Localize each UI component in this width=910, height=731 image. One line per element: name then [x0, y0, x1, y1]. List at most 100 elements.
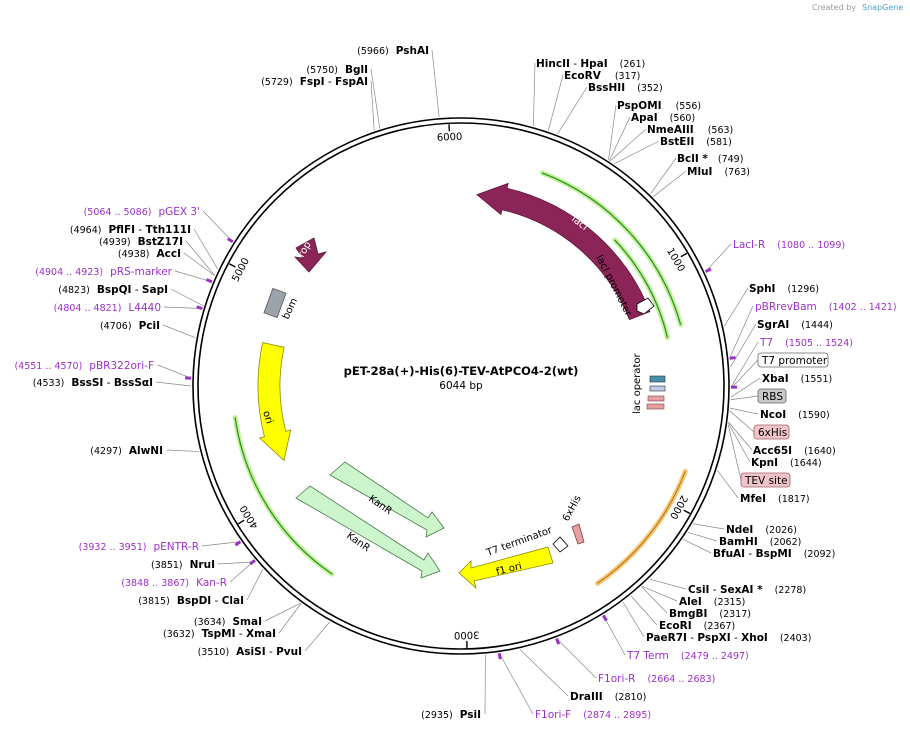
- site-label[interactable]: BclI *(749): [677, 153, 743, 165]
- site-label[interactable]: ApaI(560): [631, 112, 695, 124]
- primer-mark[interactable]: [196, 305, 203, 310]
- primer-label[interactable]: F1ori-F(2874 .. 2895): [535, 709, 651, 721]
- kanR-feature-1[interactable]: [329, 461, 445, 538]
- site-label[interactable]: (4297)AlwNI: [90, 445, 163, 457]
- site-label[interactable]: (3632)TspMI - XmaI: [163, 628, 276, 640]
- t7-terminator-icon: [552, 536, 569, 553]
- lacI-promoter-icon: [636, 297, 655, 315]
- primer-mark[interactable]: [729, 356, 736, 360]
- primer-mark[interactable]: [555, 637, 561, 645]
- bom-feature[interactable]: [263, 287, 287, 319]
- site-label[interactable]: DraIII(2810): [570, 691, 646, 703]
- tick-mark: [237, 519, 245, 525]
- site-label[interactable]: (3815)BspDI - ClaI: [138, 595, 244, 607]
- lacI-feature[interactable]: [476, 182, 651, 321]
- leader-line: [499, 653, 534, 715]
- site-label[interactable]: HincII - HpaI(261): [536, 58, 645, 70]
- site-label[interactable]: PspOMI(556): [617, 100, 701, 112]
- site-label[interactable]: (4533)BssSI - BssSαI: [33, 377, 153, 389]
- leader-line: [649, 578, 687, 590]
- lac-operator-label: lac operator: [632, 353, 643, 414]
- primer-mark[interactable]: [602, 614, 608, 622]
- ori-feature[interactable]: [257, 342, 292, 462]
- site-label[interactable]: (5750)BglI: [306, 64, 368, 76]
- primer-mark[interactable]: [234, 540, 242, 547]
- 6xhis-badge[interactable]: [753, 424, 790, 440]
- site-label[interactable]: (4939)BstZ17I: [99, 236, 183, 248]
- site-label[interactable]: (2935)PsiI: [421, 709, 481, 721]
- site-label[interactable]: (4823)BspQI - SapI: [58, 284, 168, 296]
- 6xhis-label: 6xHis: [758, 427, 787, 439]
- primer-mark[interactable]: [249, 559, 256, 566]
- tev-site-badge[interactable]: [740, 472, 791, 488]
- primer-label[interactable]: pBRrevBam(1402 .. 1421): [755, 301, 897, 313]
- primer-label[interactable]: (3932 .. 3951)pENTR-R: [79, 541, 199, 553]
- t7-promoter-badge[interactable]: [757, 352, 829, 368]
- leader-line: [608, 104, 617, 160]
- kanR-feature-2[interactable]: [295, 485, 441, 579]
- site-label[interactable]: CsiI - SexAI *(2278): [688, 584, 806, 596]
- leader-line: [201, 541, 241, 547]
- leader-line: [217, 561, 257, 565]
- site-label[interactable]: (3851)NruI: [151, 559, 215, 571]
- site-label[interactable]: XbaI(1551): [762, 373, 832, 385]
- rbs-badge[interactable]: [757, 388, 787, 404]
- site-label[interactable]: (5729)FspI - FspAI: [261, 76, 368, 88]
- site-label[interactable]: BfuAI - BspMI(2092): [713, 548, 835, 560]
- site-label[interactable]: SgrAI(1444): [757, 319, 833, 331]
- site-label[interactable]: EcoRI(2367): [659, 620, 735, 632]
- site-label[interactable]: BssHII(352): [588, 82, 663, 94]
- primer-label[interactable]: T7(1505 .. 1524): [759, 337, 853, 349]
- primer-mark[interactable]: [497, 653, 502, 660]
- site-label[interactable]: (4706)PciI: [100, 320, 160, 332]
- site-label[interactable]: NdeI(2026): [726, 524, 797, 536]
- 6xhis-feature[interactable]: [571, 523, 585, 545]
- leader-line: [246, 569, 264, 601]
- leader-line: [728, 421, 753, 451]
- site-label[interactable]: PaeR7I - PspXI - XhoI(2403): [646, 632, 811, 644]
- lac-operator-box[interactable]: [649, 375, 666, 383]
- site-label[interactable]: NcoI(1590): [760, 409, 830, 421]
- leader-line: [193, 228, 218, 270]
- leader-line: [730, 341, 759, 388]
- site-label[interactable]: (3634)SmaI: [194, 616, 262, 628]
- site-label[interactable]: NmeAIII(563): [647, 124, 733, 136]
- primer-label[interactable]: (4551 .. 4570)pBR322ori-F: [14, 360, 154, 372]
- site-label[interactable]: (4964)PflFI - Tth111I: [70, 224, 191, 236]
- primer-label[interactable]: F1ori-R(2664 .. 2683): [598, 673, 715, 685]
- primer-label[interactable]: T7 Term(2479 .. 2497): [626, 650, 749, 662]
- rbs-box[interactable]: [649, 385, 666, 392]
- primer-mark[interactable]: [704, 267, 712, 273]
- site-label[interactable]: (4938)AccI: [118, 248, 181, 260]
- site-label[interactable]: AleI(2315): [679, 596, 745, 608]
- f1ori-feature[interactable]: [458, 546, 554, 590]
- primer-label[interactable]: (4804 .. 4821)L4440: [54, 302, 161, 314]
- feature-highlights: [232, 170, 688, 586]
- primer-mark[interactable]: [205, 278, 213, 284]
- site-label[interactable]: BstEII(581): [660, 136, 732, 148]
- tick-label: 1000: [664, 246, 686, 274]
- site-label[interactable]: KpnI(1644): [751, 457, 822, 469]
- site-label[interactable]: BmgBI(2317): [669, 608, 751, 620]
- site-label[interactable]: (5966)PshAI: [357, 45, 429, 57]
- primer-label[interactable]: (5064 .. 5086)pGEX 3': [84, 206, 200, 218]
- leader-line: [683, 539, 712, 554]
- site-label[interactable]: Acc65I(1640): [753, 445, 836, 457]
- leader-line: [163, 306, 203, 309]
- primer-label[interactable]: LacI-R(1080 .. 1099): [733, 239, 845, 251]
- his-tag-box[interactable]: [647, 395, 665, 402]
- plasmid-length: 6044 bp: [439, 380, 483, 392]
- credit-prefix: Created by: [812, 3, 856, 12]
- site-label[interactable]: BamHI(2062): [719, 536, 801, 548]
- site-label[interactable]: EcoRV(317): [564, 70, 640, 82]
- primer-mark[interactable]: [226, 237, 234, 244]
- site-label[interactable]: (3510)AsiSI - PvuI: [198, 646, 302, 658]
- site-label[interactable]: MluI(763): [687, 166, 750, 178]
- rop-feature[interactable]: [293, 237, 328, 273]
- site-label[interactable]: MfeI(1817): [740, 493, 810, 505]
- primer-label[interactable]: (4904 .. 4923)pRS-marker: [35, 266, 172, 278]
- primer-label[interactable]: (3848 .. 3867)Kan-R: [121, 577, 227, 589]
- site-label[interactable]: SphI(1296): [749, 283, 819, 295]
- tev-box[interactable]: [646, 403, 665, 410]
- leader-line: [370, 80, 375, 131]
